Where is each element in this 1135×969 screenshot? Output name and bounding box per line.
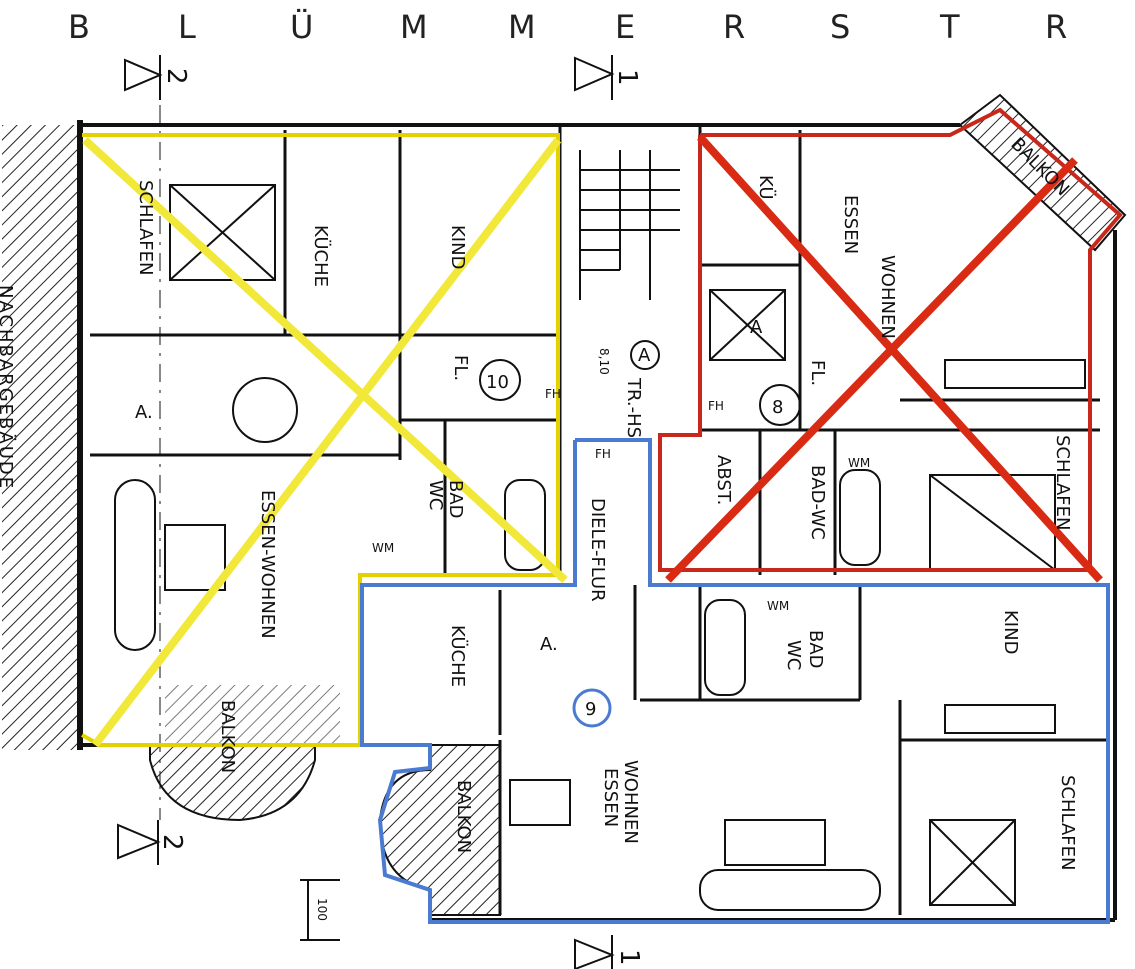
room-label: A bbox=[750, 317, 763, 338]
room-label: BAD bbox=[445, 480, 466, 519]
room-label: WOHNEN bbox=[877, 255, 898, 339]
room-label: ESSEN-WOHNEN bbox=[257, 490, 278, 639]
room-label: BALKON bbox=[217, 700, 238, 773]
scale-label: 100 bbox=[315, 898, 329, 921]
neighbor-building bbox=[2, 125, 80, 750]
room-label: BAD-WC bbox=[807, 465, 828, 540]
apartment-number: 10 bbox=[486, 372, 509, 393]
room-label: KIND bbox=[1000, 610, 1021, 654]
street-letter: E bbox=[615, 8, 636, 46]
apartment-10-cross bbox=[82, 137, 568, 583]
room-label: ESSEN bbox=[840, 195, 861, 254]
street-letter: S bbox=[830, 8, 851, 46]
room-label: WC bbox=[425, 480, 446, 510]
room-label: WOHNEN bbox=[620, 760, 641, 844]
room-label: A. bbox=[540, 634, 558, 655]
room-label: KÜCHE bbox=[310, 225, 332, 287]
apartment-number: 8 bbox=[772, 397, 783, 418]
room-label: KÜ bbox=[755, 175, 777, 200]
section-mark-1-bottom: 1 bbox=[574, 935, 644, 969]
apartment-10: 10 SCHLAFEN KÜCHE KIND FL. ESSEN-WOHNEN … bbox=[81, 133, 568, 773]
street-letter: R bbox=[1045, 8, 1068, 46]
room-label: BAD bbox=[805, 630, 826, 669]
street-letter: M bbox=[400, 8, 428, 46]
room-label: WM bbox=[767, 599, 789, 613]
street-letter: Ü bbox=[290, 8, 314, 46]
stair-level: 8,10 bbox=[597, 348, 611, 375]
section-mark-label: 1 bbox=[612, 69, 642, 86]
room-label: WC bbox=[783, 640, 804, 670]
furniture bbox=[114, 184, 1086, 911]
room-label: ABST. bbox=[713, 455, 734, 505]
section-mark-1-top: 1 bbox=[574, 55, 642, 100]
balcony-apt10 bbox=[149, 744, 316, 822]
room-label: WM bbox=[372, 541, 394, 555]
apartment-8-cross bbox=[697, 134, 1103, 583]
room-label: SCHLAFEN bbox=[1052, 435, 1073, 530]
room-label: A. bbox=[135, 402, 153, 423]
street-letter: R bbox=[723, 8, 746, 46]
room-label: SCHLAFEN bbox=[135, 180, 156, 275]
neighbor-label: NACHBARGEBÄUDE bbox=[0, 285, 16, 490]
room-label: FL. bbox=[807, 360, 828, 386]
room-label: BALKON bbox=[453, 780, 474, 853]
section-mark-2-bottom: 2 bbox=[117, 820, 187, 865]
apartment-9: 9 DIELE-FLUR KÜCHE A. BAD WC KIND WOHNEN… bbox=[360, 438, 1110, 924]
stair-marker: A bbox=[638, 345, 651, 366]
apartment-9-marker bbox=[572, 688, 612, 728]
room-label: WM bbox=[848, 456, 870, 470]
stair-label: TR.-HS. bbox=[623, 377, 644, 444]
street-name: B L Ü M M E R S T R bbox=[60, 8, 1135, 48]
apartment-number: 9 bbox=[585, 699, 596, 720]
room-label: DIELE-FLUR bbox=[587, 498, 608, 602]
section-mark-label: 2 bbox=[157, 834, 187, 851]
street-letter: M bbox=[508, 8, 536, 46]
staircase bbox=[579, 150, 680, 300]
room-label: ESSEN bbox=[600, 768, 621, 827]
room-label: SCHLAFEN bbox=[1057, 775, 1078, 870]
room-label: KIND bbox=[447, 225, 468, 269]
street-letter: B bbox=[68, 8, 90, 46]
room-label: FH bbox=[545, 387, 561, 401]
room-label: FH bbox=[708, 399, 724, 413]
scale-marker: 100 bbox=[300, 879, 340, 941]
section-mark-label: 2 bbox=[161, 68, 191, 85]
balcony-apt8 bbox=[958, 93, 1127, 252]
room-label: FL. bbox=[450, 355, 471, 381]
street-letter: T bbox=[940, 8, 960, 46]
room-label: KÜCHE bbox=[447, 625, 469, 687]
section-mark-label: 1 bbox=[614, 949, 644, 966]
room-label: FH bbox=[595, 447, 611, 461]
apartment-8: 8 KÜ WOHNEN ESSEN A FL. FH ABST. BAD-WC … bbox=[658, 107, 1123, 583]
street-letter: L bbox=[178, 8, 196, 46]
section-mark-2-top: 2 bbox=[124, 55, 191, 820]
staircase-label: A TR.-HS. 8,10 bbox=[597, 340, 660, 444]
